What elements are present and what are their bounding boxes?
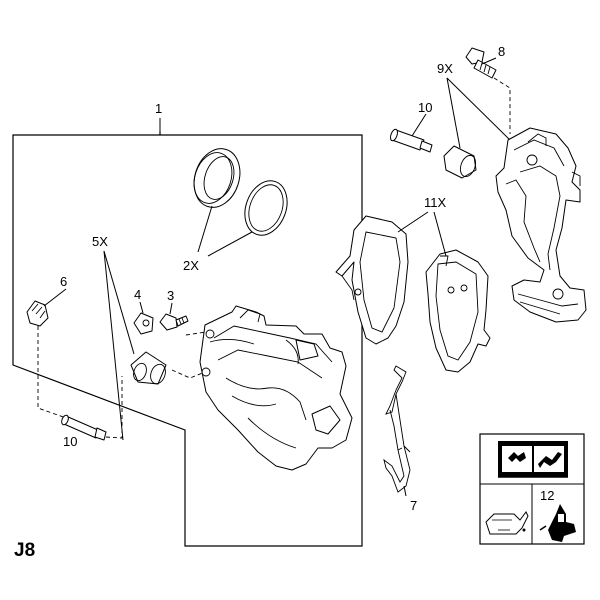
- dash-line-lower-2: [105, 376, 123, 439]
- caliper-housing: [199, 305, 353, 471]
- callout-11: 11X: [424, 195, 446, 210]
- dash-line-lower: [37, 326, 67, 419]
- leader-2a: [197, 205, 213, 253]
- page-code: J8: [14, 540, 35, 561]
- guide-pin-lower: [61, 414, 107, 441]
- leader-10-upper: [411, 113, 427, 137]
- leader-7: [403, 485, 407, 497]
- dash-line-caliper-2: [171, 369, 206, 379]
- leader-9b: [446, 77, 511, 141]
- bleeder-cap: [133, 312, 154, 335]
- callout-10-upper: 10: [418, 100, 432, 115]
- dash-line-caliper: [185, 331, 207, 336]
- callout-1: 1: [155, 101, 162, 116]
- leader-5b: [103, 250, 135, 355]
- callout-2: 2X: [183, 258, 199, 273]
- leader-11a: [397, 211, 429, 233]
- callout-3: 3: [167, 288, 174, 303]
- leader-2b: [207, 231, 253, 257]
- service-info-box: [479, 433, 585, 545]
- callout-8: 8: [498, 44, 505, 59]
- brake-pad-outer: [425, 249, 491, 373]
- leader-3: [169, 302, 173, 315]
- leader-8: [481, 57, 497, 65]
- oil-can-icon: [485, 511, 529, 535]
- bleeder-screw: [159, 313, 189, 331]
- dust-cap: [26, 300, 49, 327]
- leader-11b: [433, 211, 447, 257]
- leader-4: [139, 301, 144, 314]
- mounting-bolt: [465, 47, 497, 79]
- guide-bushing: [130, 351, 167, 385]
- callout-5: 5X: [92, 234, 108, 249]
- guide-bushing-upper: [443, 145, 477, 179]
- repair-manual-icon: [498, 441, 568, 478]
- leader-9a: [446, 77, 461, 149]
- bleeder-valve-icon: [539, 504, 576, 542]
- guide-pin-upper: [390, 128, 433, 153]
- caliper-carrier-bracket: [495, 127, 587, 323]
- dash-line-bolt: [493, 77, 511, 134]
- piston-seal-rings: [193, 148, 288, 236]
- anti-rattle-spring: [383, 365, 411, 493]
- callout-9: 9X: [437, 61, 453, 76]
- callout-12: 12: [540, 488, 554, 503]
- leader-6: [43, 288, 67, 307]
- callout-6: 6: [60, 274, 67, 289]
- brake-pad-inner: [335, 215, 409, 345]
- leader-5a: [103, 250, 124, 441]
- callout-4: 4: [134, 287, 141, 302]
- callout-7: 7: [410, 498, 417, 513]
- callout-10-lower: 10: [63, 434, 77, 449]
